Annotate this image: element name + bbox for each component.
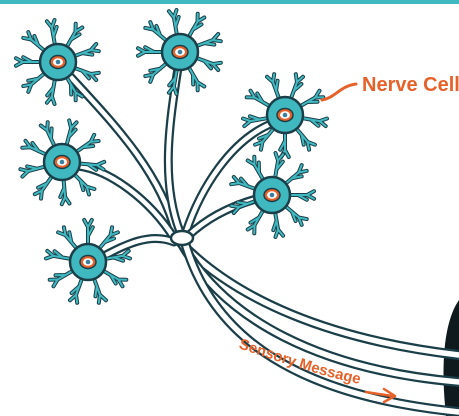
dendrite: [285, 165, 307, 184]
dendrite: [23, 73, 45, 92]
dendrite: [58, 227, 77, 249]
dendrite: [296, 128, 315, 150]
nerve-cell: [231, 153, 314, 237]
nucleolus: [270, 193, 275, 198]
dendrite: [145, 63, 167, 82]
dendrite: [76, 135, 99, 152]
fiber-junction: [171, 231, 193, 245]
nerve-cell: [20, 120, 104, 204]
nucleolus: [56, 60, 61, 65]
callout-line: [322, 84, 356, 100]
nerve-cell: [243, 74, 327, 157]
nerve-cell-callout: Nerve Cell: [322, 74, 459, 100]
fiber-outline: [68, 74, 176, 234]
nerve-cell: [46, 220, 130, 303]
nerve-cell-label: Nerve Cell: [362, 74, 459, 96]
nucleolus: [86, 260, 91, 265]
dendrite: [35, 176, 52, 199]
nucleolus: [178, 50, 183, 55]
nucleolus: [283, 113, 288, 118]
top-rule: [0, 0, 459, 4]
nucleolus: [60, 160, 65, 165]
